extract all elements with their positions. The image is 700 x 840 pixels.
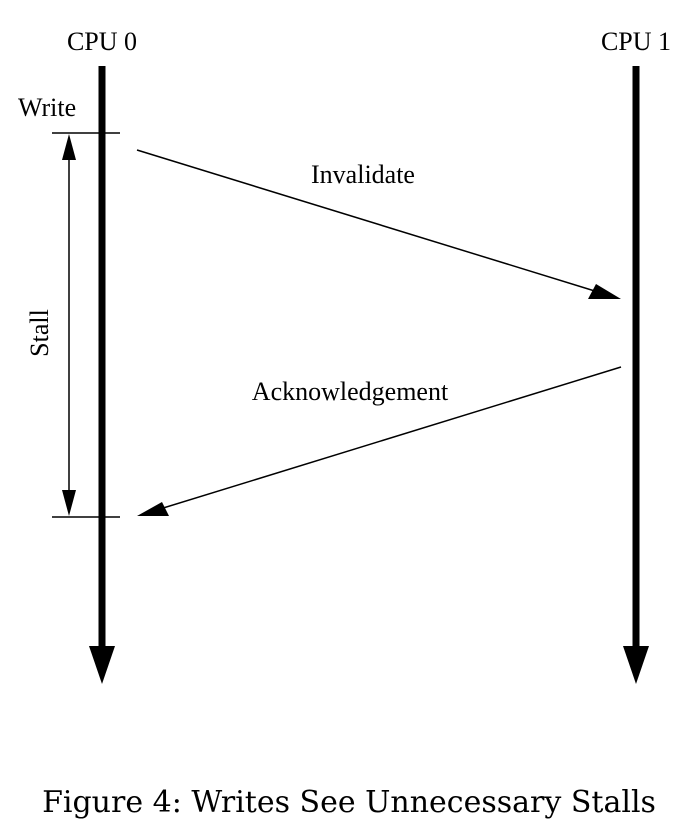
figure-caption: Figure 4: Writes See Unnecessary Stalls: [42, 785, 656, 820]
stall-arrow: [62, 134, 76, 516]
cpu1-timeline: [623, 66, 649, 684]
acknowledgement-arrow: [137, 366, 622, 516]
write-label: Write: [18, 93, 76, 122]
invalidate-label: Invalidate: [311, 160, 415, 189]
cpu0-timeline: [89, 66, 115, 684]
cpu1-label: CPU 1: [601, 27, 671, 56]
invalidate-arrow: [136, 149, 621, 299]
stall-label: Stall: [25, 309, 54, 357]
cpu0-label: CPU 0: [67, 27, 137, 56]
acknowledgement-label: Acknowledgement: [252, 377, 449, 406]
